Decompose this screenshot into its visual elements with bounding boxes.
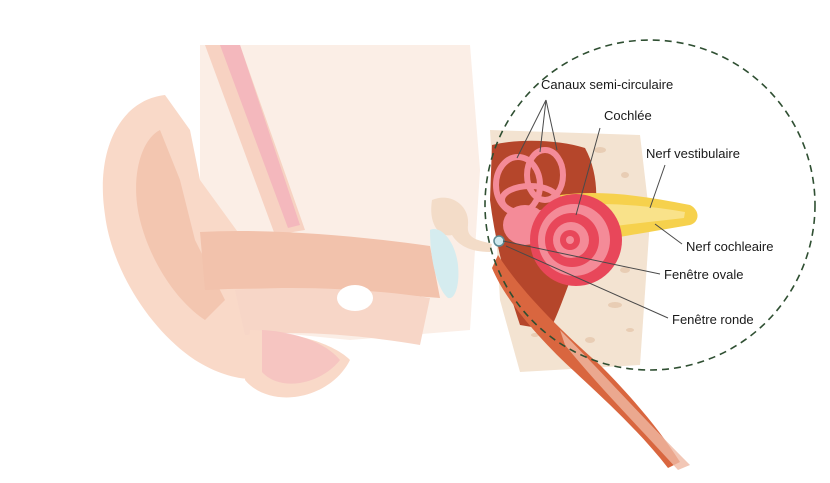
eardrum	[430, 229, 459, 299]
leader-cochlear-nerve	[654, 223, 683, 245]
outer-ear	[102, 45, 492, 398]
labels: Canaux semi-circulaire Cochlée Nerf vest…	[541, 77, 773, 327]
ossicles	[431, 197, 492, 252]
oval-window	[493, 235, 505, 247]
eustachian-tube-outer	[560, 330, 690, 470]
label-round-window: Fenêtre ronde	[672, 312, 754, 327]
cartilage-strip	[220, 45, 300, 228]
leader-canal-2	[539, 99, 547, 153]
leader-vestibular-nerve	[649, 164, 666, 209]
label-vestibular-nerve: Nerf vestibulaire	[646, 146, 740, 161]
ear-canal-lower-wall	[235, 287, 430, 345]
auricle-inner-fold	[136, 130, 225, 320]
lower-cartilage	[262, 330, 340, 384]
leader-canal-3	[545, 99, 558, 151]
canal-void	[337, 285, 373, 311]
ear-canal	[200, 230, 440, 298]
label-oval-window: Fenêtre ovale	[664, 267, 744, 282]
leader-cochlea	[575, 127, 601, 216]
inner-ear	[490, 130, 698, 470]
leader-round-window	[505, 245, 669, 319]
leader-canal-1	[516, 99, 547, 159]
leader-oval-window	[502, 240, 661, 275]
label-semicircular-canals: Canaux semi-circulaire	[541, 77, 673, 92]
label-cochlear-nerve: Nerf cochleaire	[686, 239, 773, 254]
label-cochlea: Cochlée	[604, 108, 652, 123]
leader-lines	[502, 99, 683, 319]
magnifier-circle	[484, 39, 816, 371]
cochlea-center	[566, 236, 574, 244]
